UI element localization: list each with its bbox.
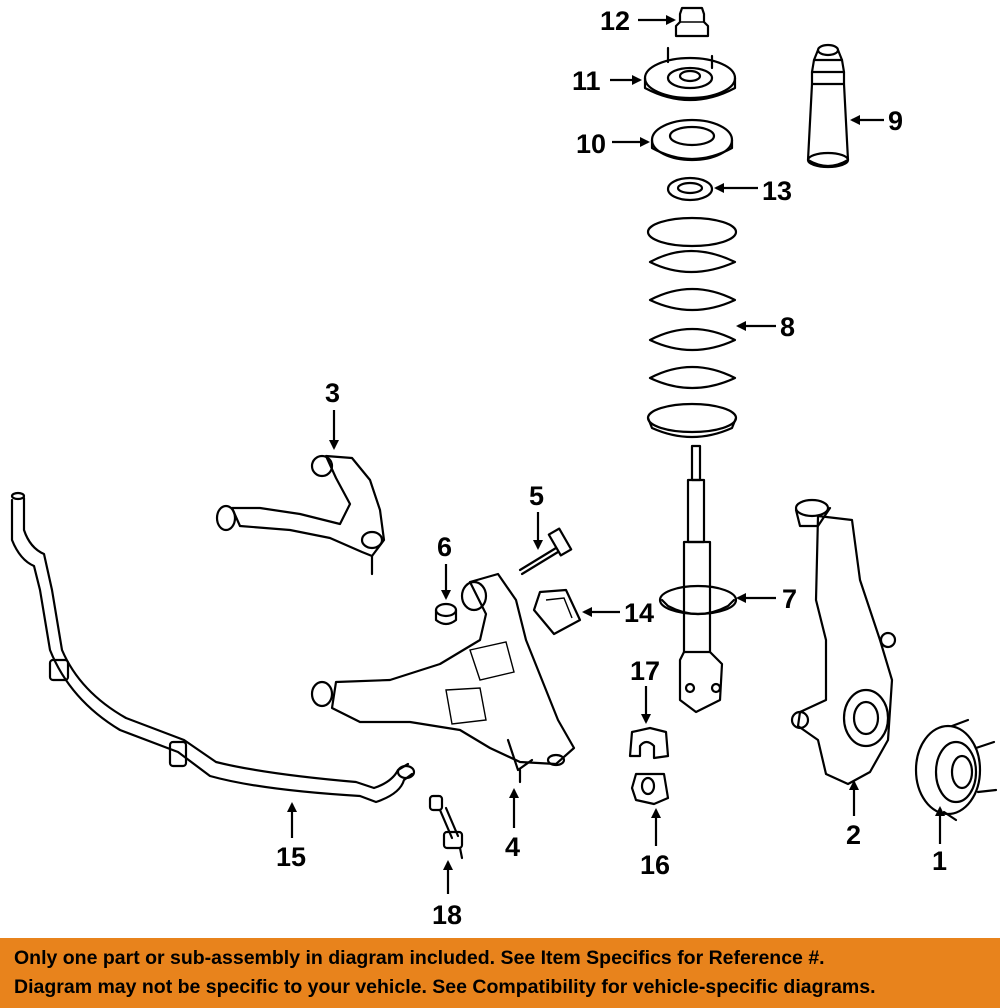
disclaimer-banner: Only one part or sub-assembly in diagram…: [0, 938, 1000, 1008]
callout-16: 16: [640, 850, 670, 880]
callout-9: 9: [888, 106, 903, 136]
part-8-coil-spring: [646, 216, 738, 439]
part-6-nut: [434, 602, 458, 626]
part-4-lower-control-arm: [310, 572, 576, 784]
part-18-stabilizer-link: [428, 794, 464, 860]
callout-12: 12: [600, 6, 630, 36]
part-17-bushing-bracket: [628, 726, 670, 760]
suspension-parts-diagram: 12 11 10 9 13 8 3 5 6 7 14 17 4 15 16 2 …: [10, 6, 998, 930]
disclaimer-line-1: Only one part or sub-assembly in diagram…: [14, 947, 825, 969]
part-11-strut-mount: [643, 46, 737, 102]
callout-7: 7: [782, 584, 797, 614]
callout-6: 6: [437, 532, 452, 562]
callout-5: 5: [529, 481, 544, 511]
part-2-steering-knuckle: [790, 498, 897, 786]
callout-8: 8: [780, 312, 795, 342]
part-10-spring-seat: [650, 118, 734, 162]
part-7-strut: [658, 444, 738, 714]
callout-3: 3: [325, 378, 340, 408]
callout-13: 13: [762, 176, 792, 206]
callout-2: 2: [846, 820, 861, 850]
part-9-dust-boot: [806, 43, 850, 169]
part-12-bump-stop: [674, 6, 710, 38]
leader-lines: [287, 15, 945, 894]
part-1-wheel-hub: [914, 718, 998, 822]
part-5-bolt: [518, 527, 573, 576]
part-13-insulator: [666, 176, 714, 202]
callout-18: 18: [432, 900, 462, 930]
part-14-bumper: [532, 588, 582, 636]
callout-4: 4: [505, 832, 520, 862]
callout-17: 17: [630, 656, 660, 686]
callout-11: 11: [572, 66, 601, 96]
callout-10: 10: [576, 129, 606, 159]
part-15-stabilizer-bar: [10, 491, 416, 804]
callout-14: 14: [624, 598, 654, 628]
part-3-upper-control-arm: [215, 454, 386, 576]
part-16-bushing: [630, 772, 670, 806]
callout-1: 1: [932, 846, 947, 876]
callout-15: 15: [276, 842, 306, 872]
disclaimer-line-2: Diagram may not be specific to your vehi…: [14, 976, 876, 998]
